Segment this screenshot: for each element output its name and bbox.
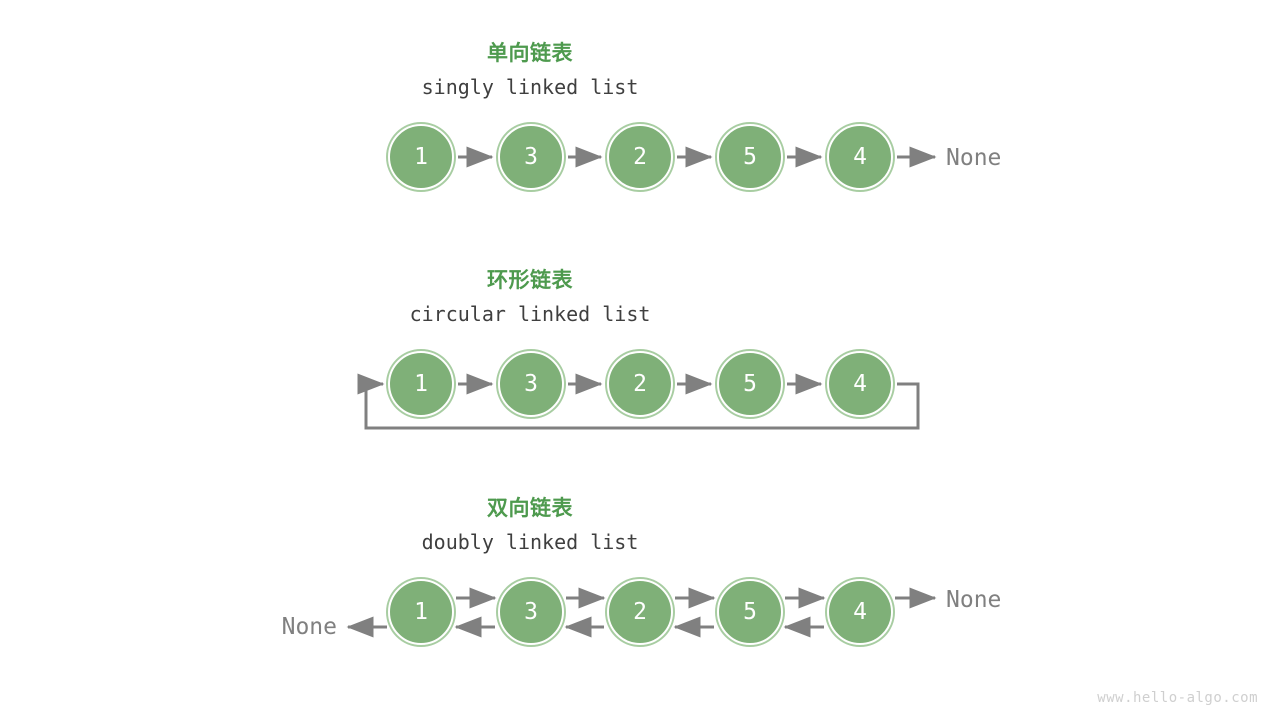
watermark: www.hello-algo.com (1097, 690, 1258, 706)
circular-arrows (357, 373, 920, 430)
